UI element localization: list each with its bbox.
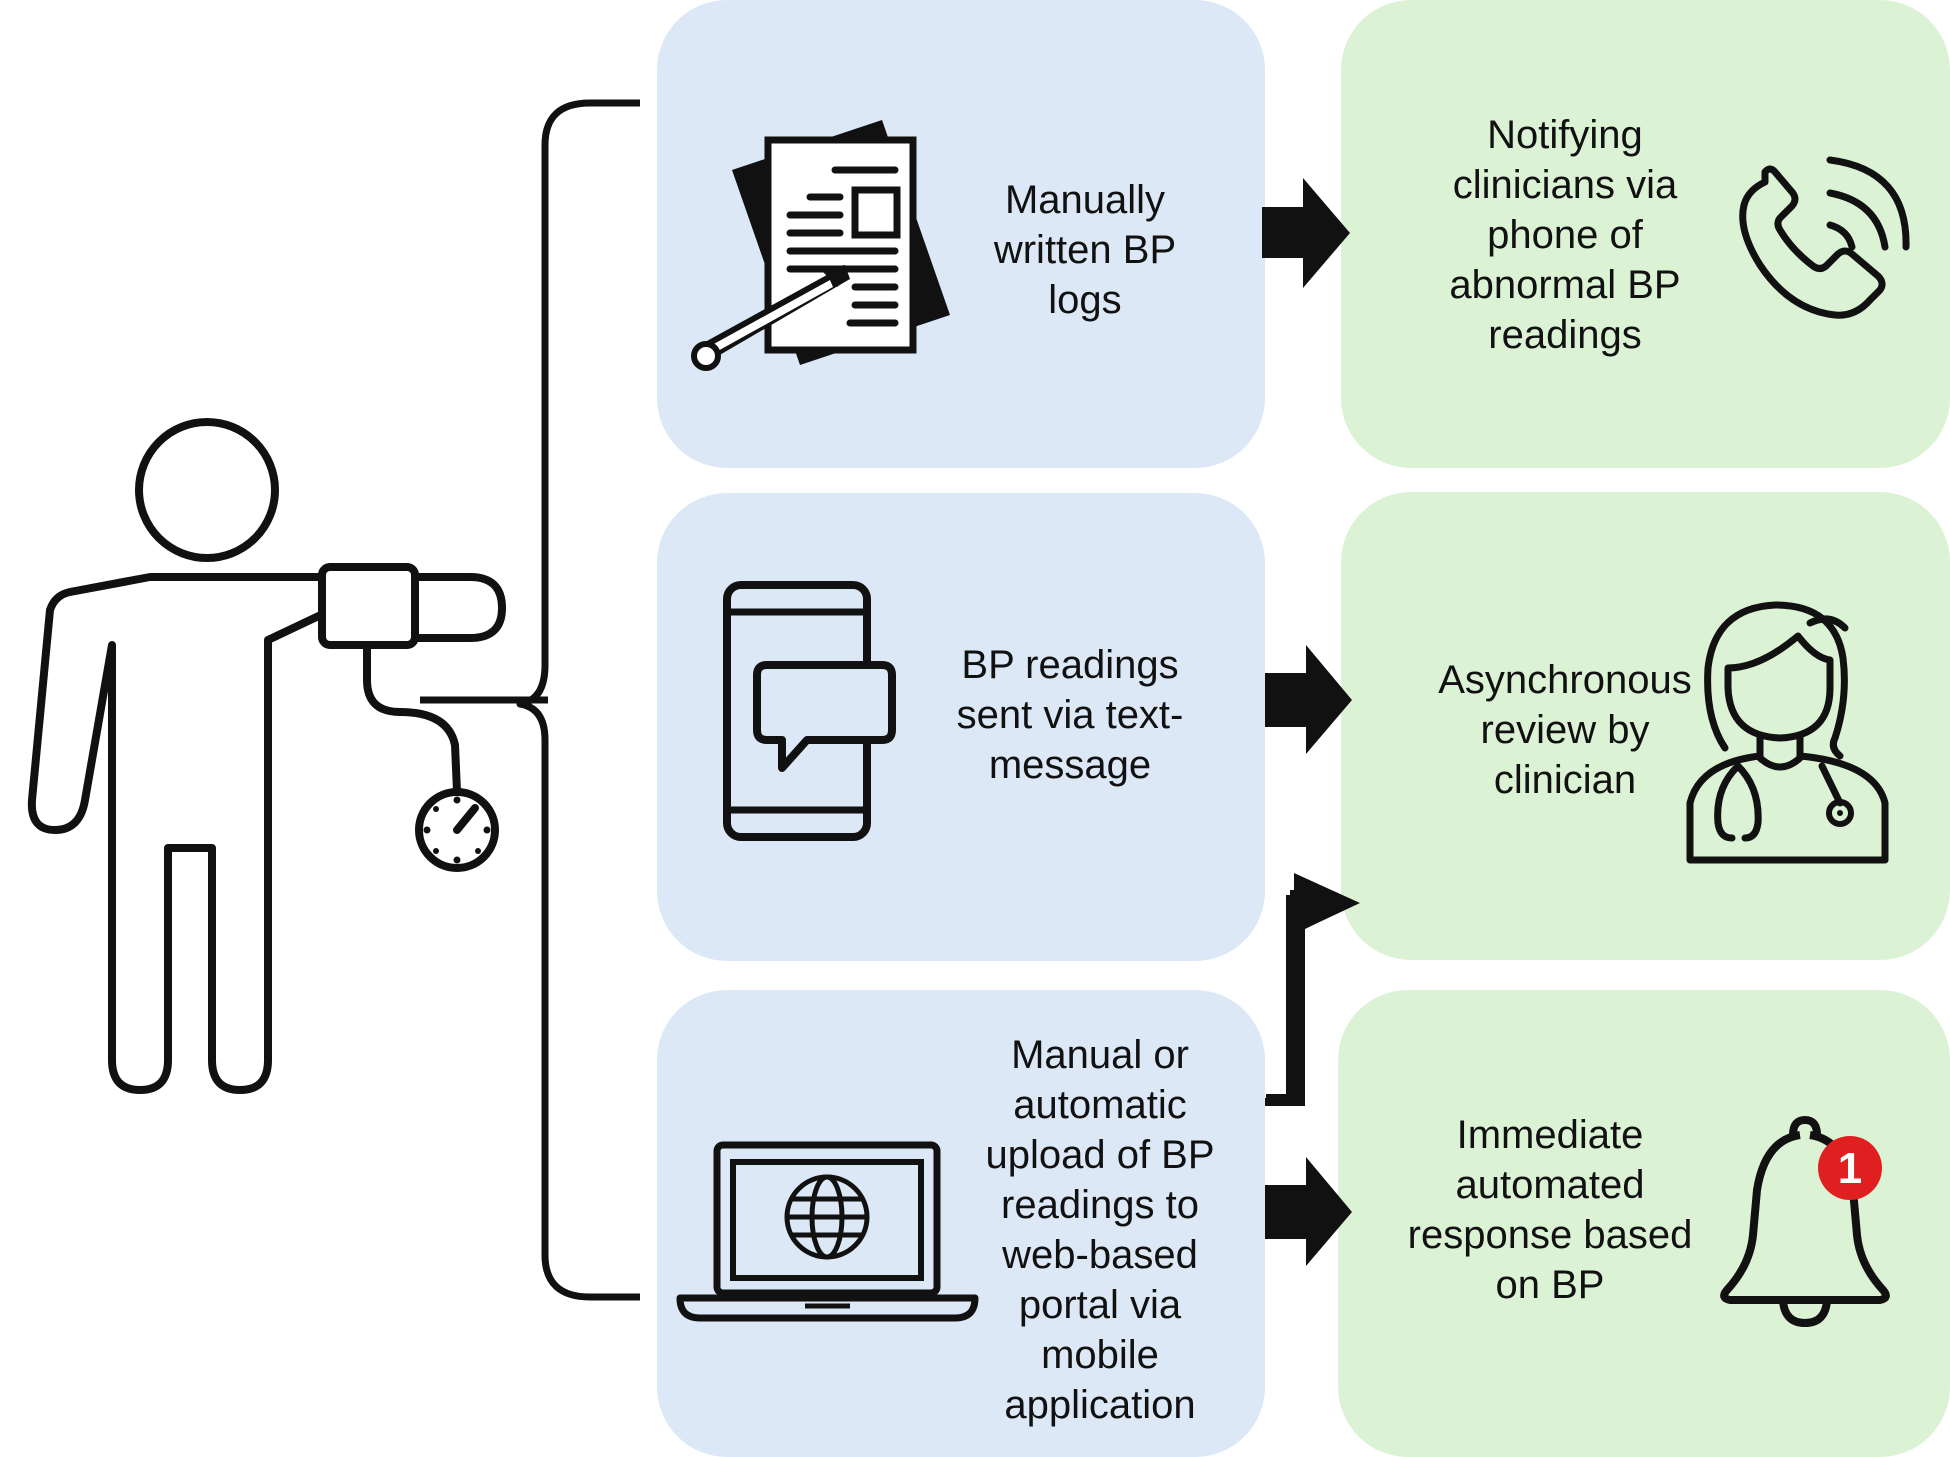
grouping-brace: [516, 99, 640, 1301]
response-label-phone: Notifying clinicians via phone of abnorm…: [1449, 113, 1681, 357]
response-box-automated: [1338, 990, 1950, 1457]
method-label-paper-log: Manually written BP logs: [993, 178, 1177, 322]
smartphone-chat-icon: [723, 581, 896, 841]
arrow-right-icon: [1262, 178, 1350, 288]
paper-log-pencil-icon: [691, 120, 950, 371]
notification-badge-count: 1: [1838, 1144, 1862, 1193]
method-box-web-portal: [657, 990, 1265, 1457]
method-label-web-portal: Manual or automatic upload of BP reading…: [985, 1033, 1215, 1427]
laptop-globe-icon: [676, 1141, 979, 1322]
response-label-async-review: Asynchronous review by clinician: [1438, 658, 1692, 802]
person-with-bp-cuff-icon: [27, 418, 506, 1094]
response-box-async-review: [1341, 492, 1950, 960]
arrow-right-icon: [1265, 1157, 1352, 1266]
phone-ringing-icon: [1739, 156, 1910, 319]
response-label-automated: Immediate automated response based on BP: [1407, 1113, 1693, 1307]
notification-bell-icon: 1: [1720, 1116, 1890, 1327]
clinician-stethoscope-icon: [1686, 601, 1889, 864]
method-label-text-message: BP readings sent via text- message: [956, 643, 1184, 787]
arrow-right-icon: [1265, 645, 1352, 754]
